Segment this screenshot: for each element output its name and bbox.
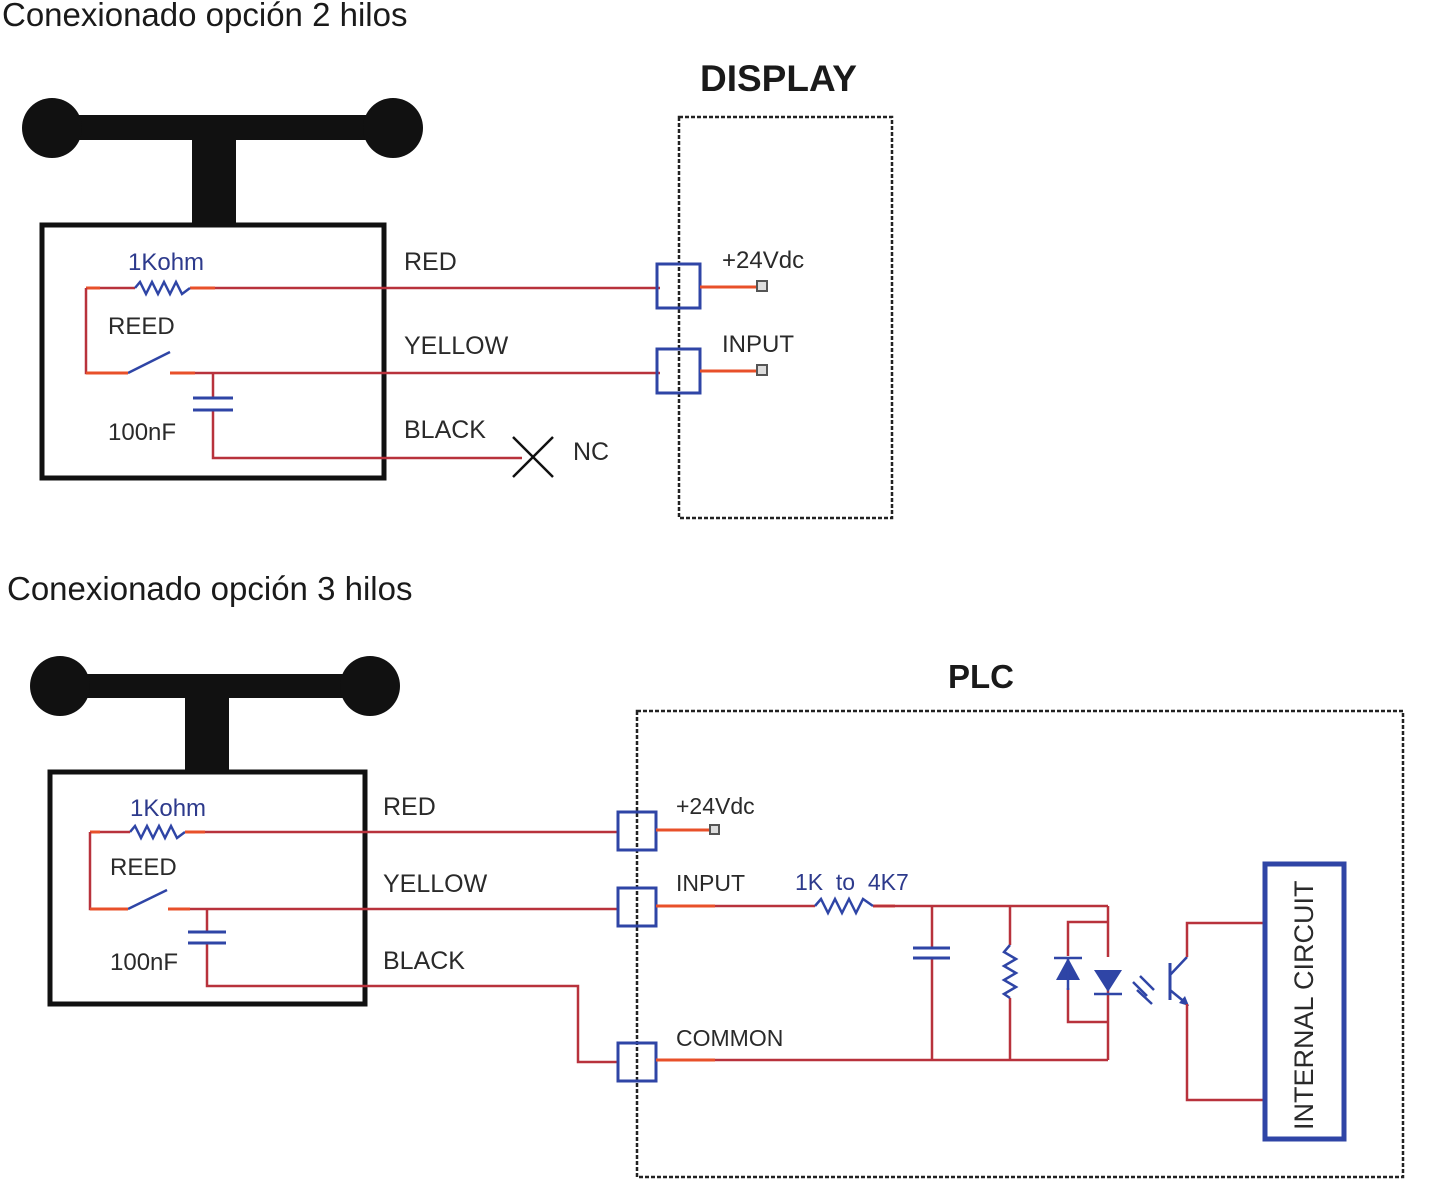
terminal-label-common: COMMON <box>676 1025 783 1051</box>
sensor-housing <box>39 222 387 481</box>
terminal-pin-input <box>756 364 768 376</box>
capacitor-label: 100nF <box>108 419 176 446</box>
reed-label: REED <box>108 313 175 340</box>
internal-circuit-label: INTERNAL CIRCUIT <box>1289 880 1319 1130</box>
heading-3-wire: Conexionado opción 3 hilos <box>7 570 413 607</box>
light-emission-icon <box>1132 975 1155 1005</box>
black-wire <box>211 373 522 460</box>
display-box <box>677 115 894 520</box>
heading-2-wire: Conexionado opción 2 hilos <box>2 0 408 33</box>
wire-label-yellow: YELLOW <box>383 870 488 898</box>
reed-label: REED <box>110 854 177 881</box>
wire-label-red: RED <box>383 793 436 821</box>
capacitor-icon <box>193 396 233 412</box>
capacitor-icon <box>188 930 226 945</box>
phototransistor-icon <box>1168 956 1189 1006</box>
capacitor-label: 100nF <box>110 949 178 976</box>
terminal-pin-24v <box>709 824 720 835</box>
wire-label-black: BLACK <box>383 947 465 975</box>
display-title: DISPLAY <box>700 58 857 99</box>
reed-switch-icon <box>127 888 168 911</box>
diagram-2-wire: 1Kohm REED 100nF RED YELLOW BLACK NC DIS… <box>22 58 894 520</box>
optocoupler-led-icon <box>1054 956 1122 996</box>
terminal-label-input: INPUT <box>676 870 745 896</box>
black-wire <box>205 909 618 1064</box>
terminal-label-24v: +24Vdc <box>722 247 804 274</box>
plc-box <box>635 709 1405 1179</box>
resistor-label: 1Kohm <box>128 249 204 276</box>
terminal-label-input: INPUT <box>722 331 794 358</box>
wire-label-yellow: YELLOW <box>404 332 509 360</box>
reed-switch-icon <box>127 350 171 375</box>
sensor-housing <box>47 769 368 1007</box>
resistor-icon <box>134 279 191 297</box>
terminal-block-common <box>616 1041 658 1083</box>
resistor-label: 1Kohm <box>130 795 206 822</box>
plc-title: PLC <box>948 658 1014 695</box>
internal-circuit-block <box>1262 861 1347 1142</box>
input-resistor-icon <box>814 896 874 916</box>
pull-down-resistor-icon <box>1001 944 1019 1000</box>
terminal-label-24v: +24Vdc <box>676 793 755 819</box>
terminal-pin-24v <box>756 280 768 292</box>
not-connected-icon <box>512 436 554 478</box>
input-filter-capacitor-icon <box>913 946 950 960</box>
wire-label-red: RED <box>404 248 457 276</box>
wire-label-black: BLACK <box>404 416 486 444</box>
sensor-head-icon <box>22 98 423 225</box>
resistor-icon <box>129 823 186 841</box>
nc-label: NC <box>573 438 609 466</box>
diagram-3-wire: 1Kohm REED 100nF RED YELLOW BLACK PLC +2… <box>30 656 1405 1179</box>
input-resistor-label: 1K to 4K7 <box>795 869 909 895</box>
sensor-head-icon <box>30 656 400 772</box>
